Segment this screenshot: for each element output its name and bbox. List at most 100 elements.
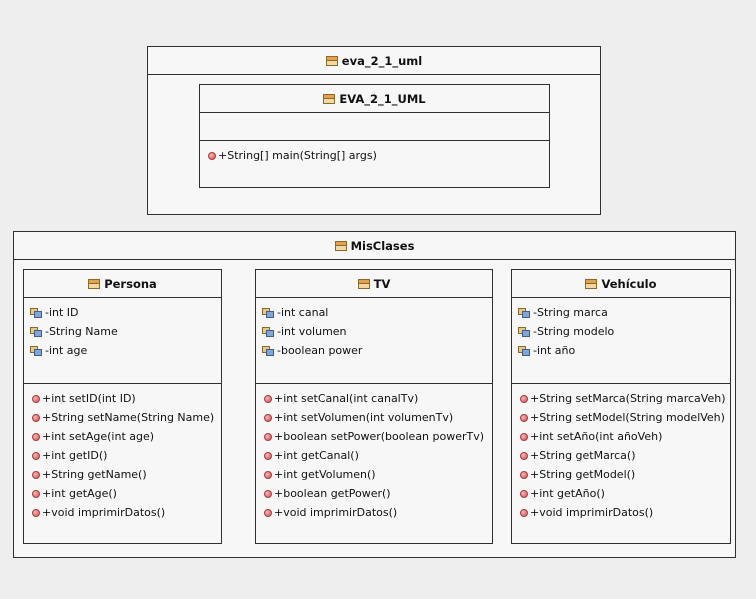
method-text: +int setVolumen(int volumenTv)	[274, 411, 454, 424]
method-icon	[32, 394, 40, 403]
attributes-compartment: -String marca-String modelo -int año	[512, 298, 730, 384]
methods-compartment: +int setCanal(int canalTv) +int setVolume…	[256, 384, 492, 522]
method-row[interactable]: +String getModel()	[512, 465, 730, 484]
attribute-row[interactable]: -String modelo	[512, 322, 730, 341]
method-row[interactable]: +int setAge(int age)	[24, 427, 221, 446]
attribute-text: -boolean power	[277, 344, 363, 357]
attribute-text: -String Name	[45, 325, 118, 338]
methods-compartment: +String setMarca(String marcaVeh) +String…	[512, 384, 730, 522]
attribute-text: -int age	[45, 344, 88, 357]
class-header: Vehículo	[512, 270, 730, 298]
package-name: MisClases	[350, 238, 415, 253]
attributes-compartment: -int ID -String Name -int age	[24, 298, 221, 384]
package-header: eva_2_1_uml	[148, 47, 600, 75]
package-name: eva_2_1_uml	[341, 53, 423, 68]
field-icon	[30, 326, 43, 337]
method-text: +void imprimirDatos()	[274, 506, 398, 519]
method-icon	[32, 508, 40, 517]
method-text: +String setName(String Name)	[42, 411, 215, 424]
method-text: +String[] main(String[] args)	[218, 149, 377, 162]
field-icon	[262, 345, 275, 356]
attribute-text: -int año	[533, 344, 576, 357]
package-eva-2-1-uml[interactable]: eva_2_1_uml EVA_2_1_UML +String[] main(S…	[147, 46, 601, 215]
method-text: +String getMarca()	[530, 449, 636, 462]
method-row[interactable]: +boolean getPower()	[256, 484, 492, 503]
method-row[interactable]: +String[] main(String[] args)	[200, 146, 549, 165]
method-icon	[32, 413, 40, 422]
method-icon	[32, 489, 40, 498]
class-header: TV	[256, 270, 492, 298]
field-icon	[262, 326, 275, 337]
method-icon	[32, 432, 40, 441]
attribute-row[interactable]: -int año	[512, 341, 730, 360]
method-icon	[208, 151, 216, 160]
method-icon	[264, 394, 272, 403]
class-eva-2-1-uml[interactable]: EVA_2_1_UML +String[] main(String[] args…	[199, 84, 550, 188]
method-text: +int getID()	[42, 449, 108, 462]
method-text: +String setModel(String modelVeh)	[530, 411, 725, 424]
method-row[interactable]: +String setModel(String modelVeh)	[512, 408, 730, 427]
method-text: +String getName()	[42, 468, 147, 481]
method-row[interactable]: +void imprimirDatos()	[24, 503, 221, 522]
method-row[interactable]: +int getAño()	[512, 484, 730, 503]
class-icon	[323, 93, 336, 104]
field-icon	[518, 307, 531, 318]
method-icon	[264, 451, 272, 460]
method-row[interactable]: +int setCanal(int canalTv)	[256, 389, 492, 408]
method-text: +String setMarca(String marcaVeh)	[530, 392, 726, 405]
class-vehiculo[interactable]: Vehículo -String marca-String modelo -int …	[511, 269, 731, 544]
class-icon	[88, 278, 101, 289]
method-text: +int getVolumen()	[274, 468, 376, 481]
method-text: +boolean getPower()	[274, 487, 391, 500]
class-header: Persona	[24, 270, 221, 298]
class-icon	[334, 240, 347, 251]
class-persona[interactable]: Persona -int ID -String Name -int age +int s…	[23, 269, 222, 544]
method-row[interactable]: +void imprimirDatos()	[512, 503, 730, 522]
method-row[interactable]: +int getAge()	[24, 484, 221, 503]
method-icon	[264, 432, 272, 441]
method-row[interactable]: +String getName()	[24, 465, 221, 484]
method-row[interactable]: +String getMarca()	[512, 446, 730, 465]
attribute-row[interactable]: -int canal	[256, 303, 492, 322]
method-icon	[32, 451, 40, 460]
attribute-row[interactable]: -int age	[24, 341, 221, 360]
attribute-text: -int ID	[45, 306, 79, 319]
field-icon	[262, 307, 275, 318]
method-text: +boolean setPower(boolean powerTv)	[274, 430, 485, 443]
method-row[interactable]: +int getCanal()	[256, 446, 492, 465]
method-icon	[520, 413, 528, 422]
method-row[interactable]: +int setAño(int añoVeh)	[512, 427, 730, 446]
method-row[interactable]: +String setName(String Name)	[24, 408, 221, 427]
attribute-row[interactable]: -String Name	[24, 322, 221, 341]
method-icon	[520, 394, 528, 403]
method-row[interactable]: +String setMarca(String marcaVeh)	[512, 389, 730, 408]
class-icon	[357, 278, 370, 289]
class-name: Vehículo	[601, 276, 657, 291]
method-text: +int setCanal(int canalTv)	[274, 392, 419, 405]
method-row[interactable]: +void imprimirDatos()	[256, 503, 492, 522]
attribute-row[interactable]: -boolean power	[256, 341, 492, 360]
method-icon	[32, 470, 40, 479]
class-tv[interactable]: TV -int canal-int volumen -boolean power +i…	[255, 269, 493, 544]
attribute-row[interactable]: -int volumen	[256, 322, 492, 341]
class-name: EVA_2_1_UML	[339, 91, 426, 106]
class-header: EVA_2_1_UML	[200, 85, 549, 113]
attribute-row[interactable]: -String marca	[512, 303, 730, 322]
attribute-row[interactable]: -int ID	[24, 303, 221, 322]
class-name: Persona	[104, 276, 157, 291]
method-text: +int getAño()	[530, 487, 605, 500]
class-icon	[585, 278, 598, 289]
method-text: +void imprimirDatos()	[42, 506, 166, 519]
method-text: +int getCanal()	[274, 449, 359, 462]
method-icon	[264, 508, 272, 517]
method-icon	[520, 508, 528, 517]
method-row[interactable]: +boolean setPower(boolean powerTv)	[256, 427, 492, 446]
method-row[interactable]: +int setVolumen(int volumenTv)	[256, 408, 492, 427]
method-row[interactable]: +int getID()	[24, 446, 221, 465]
method-row[interactable]: +int setID(int ID)	[24, 389, 221, 408]
method-icon	[520, 432, 528, 441]
method-row[interactable]: +int getVolumen()	[256, 465, 492, 484]
field-icon	[518, 326, 531, 337]
method-icon	[520, 451, 528, 460]
method-text: +int setAge(int age)	[42, 430, 155, 443]
